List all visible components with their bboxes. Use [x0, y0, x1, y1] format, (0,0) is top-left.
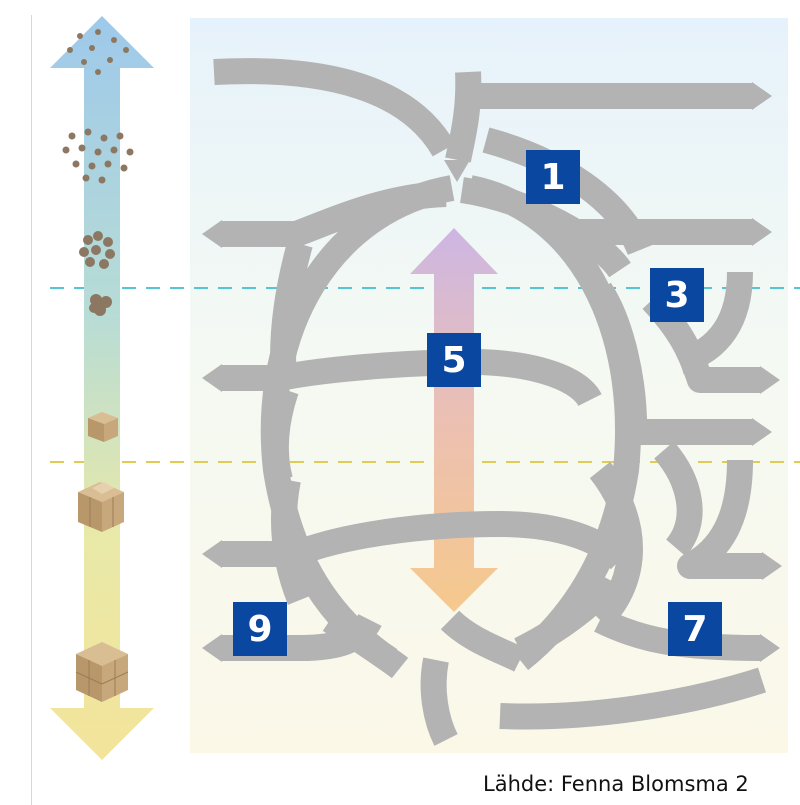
source-caption: Lähde: Fenna Blomsma 2 — [483, 772, 749, 796]
box-1: 1 — [526, 150, 580, 204]
box-9: 9 — [233, 602, 287, 656]
small-cube-icon — [88, 412, 118, 442]
box-3: 3 — [650, 268, 704, 322]
large-cube-icon — [76, 642, 128, 702]
box-7: 7 — [668, 602, 722, 656]
box-5: 5 — [427, 333, 481, 387]
cube-assembly-icon — [78, 482, 124, 532]
